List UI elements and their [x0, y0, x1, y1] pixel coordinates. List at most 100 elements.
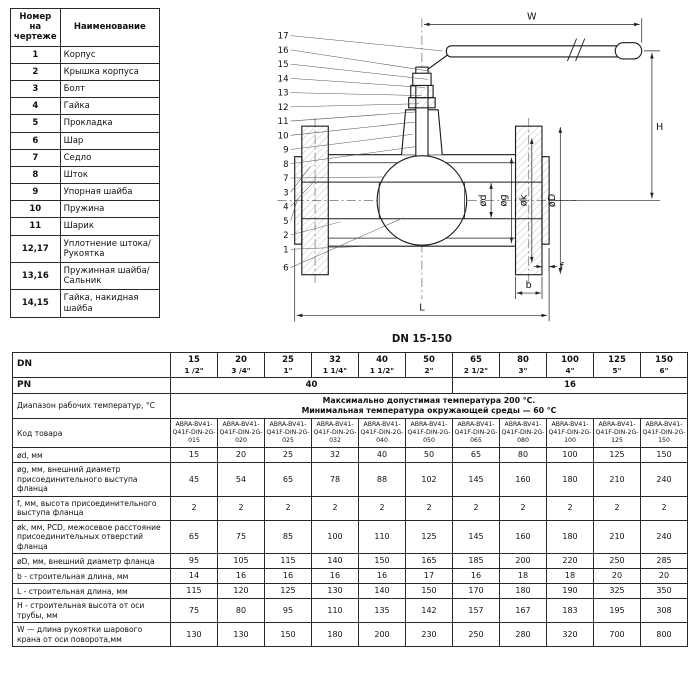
spec-value: 95	[170, 553, 218, 570]
spec-value: 25	[264, 447, 312, 464]
parts-col-number-header: Номер на чертеже	[10, 8, 61, 47]
dn-size: 100	[561, 355, 579, 365]
spec-row: f, мм, высота присоединительного выступа…	[12, 495, 688, 521]
part-number: 12,17	[10, 234, 61, 264]
callout-number: 13	[278, 89, 289, 99]
dn-size: 20	[235, 355, 247, 365]
spec-value: 125	[405, 519, 453, 555]
part-name: Шток	[59, 165, 161, 185]
spec-value: 16	[452, 568, 500, 585]
callout-leader	[290, 166, 311, 193]
callout-leader	[290, 35, 443, 52]
callout-number: 9	[283, 146, 289, 156]
dn-size: 125	[608, 355, 626, 365]
dn-size: 25	[282, 355, 294, 365]
spec-value: 130	[217, 622, 265, 648]
part-number: 3	[10, 79, 61, 99]
callout-leader	[290, 176, 384, 179]
part-name: Пружинная шайба/ Сальник	[59, 261, 161, 291]
dim-label-oD: øD	[547, 194, 558, 207]
spec-value: 195	[593, 598, 641, 624]
spec-value: 125	[264, 583, 312, 600]
spec-value: 2	[593, 495, 641, 521]
dim-label-ok: øk	[519, 194, 530, 206]
dim-label-od: ød	[478, 194, 489, 206]
callout-number: 12	[278, 103, 289, 113]
spec-value: 700	[593, 622, 641, 648]
callout-leader	[290, 198, 299, 221]
part-number: 9	[10, 183, 61, 202]
spec-value: 16	[311, 568, 359, 585]
part-number: 13,16	[10, 261, 61, 291]
stem-packing	[408, 97, 436, 109]
callout-number: 16	[278, 46, 289, 56]
callout-leader	[290, 49, 431, 72]
spec-value: ABRA-BV41-Q41F-DIN-2G-020	[217, 418, 265, 449]
spec-value: 50	[405, 447, 453, 464]
temp-value: Максимально допустимая температура 200 °…	[170, 392, 688, 420]
part-name: Пружина	[59, 200, 161, 219]
spec-value: ABRA-BV41-Q41F-DIN-2G-125	[593, 418, 641, 449]
callout-leader	[290, 134, 413, 150]
spec-row-label: f, мм, высота присоединительного выступа…	[12, 495, 171, 521]
spec-value: 200	[358, 622, 406, 648]
spec-value: 2	[311, 495, 359, 521]
spec-value: 115	[264, 553, 312, 570]
spec-value: 150	[405, 583, 453, 600]
spec-value: 135	[358, 598, 406, 624]
spec-value: 20	[217, 447, 265, 464]
spec-value: 180	[499, 583, 547, 600]
dimension-labels: W H L b f ød øg øk øD	[419, 11, 663, 313]
dn-size: 150	[655, 355, 673, 365]
spec-value: 65	[452, 447, 500, 464]
spec-row-label: W — длина рукоятки шарового крана от оси…	[12, 622, 171, 648]
callout-leader	[290, 221, 341, 236]
spec-value: 210	[593, 462, 641, 497]
callout-leader	[290, 121, 415, 136]
spec-value: 40	[358, 447, 406, 464]
callout-leader	[290, 245, 367, 250]
spec-value: 167	[499, 598, 547, 624]
part-number: 14,15	[10, 289, 61, 318]
spec-value: 150	[264, 622, 312, 648]
spec-row: H - строительная высота от оси трубы, мм…	[12, 598, 688, 624]
spec-value: 17	[405, 568, 453, 585]
spec-row-label: H - строительная высота от оси трубы, мм	[12, 598, 171, 624]
spec-value: 160	[499, 462, 547, 497]
bore-lines	[301, 181, 542, 220]
spec-value: 2	[358, 495, 406, 521]
spec-value: 15	[170, 447, 218, 464]
dimension-lines	[294, 18, 661, 322]
spec-value: 125	[593, 447, 641, 464]
spec-value: 14	[170, 568, 218, 585]
part-number: 7	[10, 148, 61, 167]
spec-value: 80	[499, 447, 547, 464]
dn-inch: 1"	[283, 365, 293, 375]
spec-value: 157	[452, 598, 500, 624]
part-number: 4	[10, 97, 61, 116]
spec-value: 142	[405, 598, 453, 624]
spec-value: 160	[499, 519, 547, 555]
spec-value: 190	[546, 583, 594, 600]
spec-value: 110	[358, 519, 406, 555]
dim-label-l: L	[419, 302, 425, 313]
spec-value: 20	[593, 568, 641, 585]
spec-value: 130	[170, 622, 218, 648]
dn-size: 65	[470, 355, 482, 365]
part-number: 11	[10, 217, 61, 236]
temp-line-2: Минимальная температура окружающей среды…	[301, 406, 557, 416]
callout-number: 7	[283, 174, 289, 184]
spec-value: 2	[405, 495, 453, 521]
spec-value: ABRA-BV41-Q41F-DIN-2G-015	[170, 418, 218, 449]
spec-value: 2	[170, 495, 218, 521]
spec-value: 2	[546, 495, 594, 521]
dn-inch: 5"	[612, 365, 622, 375]
